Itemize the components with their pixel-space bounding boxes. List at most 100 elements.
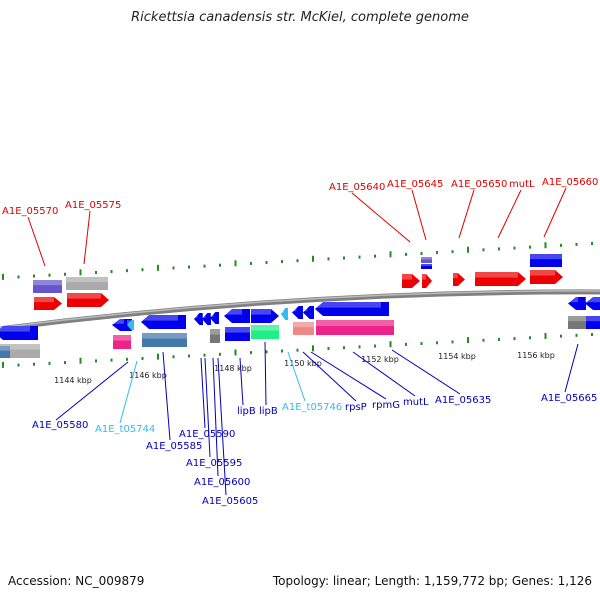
lower-scale-tick — [79, 357, 82, 364]
gene-arrow-highlight — [34, 297, 54, 303]
upper-scale-tick — [591, 242, 593, 246]
upper-scale-tick — [110, 270, 113, 274]
gene-arrow — [422, 274, 432, 288]
lower-scale-tick — [405, 342, 407, 346]
upper-scale-tick — [482, 248, 485, 252]
leader-line — [212, 357, 219, 477]
upper-scale-tick — [33, 274, 35, 278]
trna-arrow-highlight — [127, 320, 130, 324]
upper-scale-tick — [436, 251, 438, 255]
leader-line — [200, 357, 206, 429]
trna-arrow — [281, 308, 288, 320]
gene-label: rpmG — [372, 400, 400, 411]
gene-arrow — [141, 315, 186, 329]
gene-block-highlight — [0, 346, 10, 351]
lower-scale-tick — [17, 363, 20, 367]
gene-block — [210, 329, 220, 343]
gene-arrow — [315, 302, 389, 316]
gene-arrow-highlight — [141, 315, 178, 321]
gene-label: A1E_05600 — [194, 477, 250, 488]
gene-block-highlight — [113, 335, 131, 341]
upper-scale-tick — [498, 247, 500, 251]
upper-scale-tick — [513, 246, 516, 250]
gene-block-highlight — [0, 344, 40, 350]
lower-scale-tick — [172, 355, 175, 359]
leader-line — [564, 343, 579, 393]
gene-block-highlight — [225, 327, 250, 333]
upper-scale-tick — [17, 275, 20, 279]
gene-block-highlight — [421, 257, 432, 260]
gene-block-highlight — [316, 320, 394, 326]
gene-arrow-highlight — [568, 297, 578, 303]
upper-scale-tick — [374, 254, 376, 258]
lower-scale-tick — [482, 338, 485, 342]
upper-scale-tick — [451, 250, 454, 254]
lower-scale-tick — [436, 341, 438, 345]
lower-scale-tick — [296, 348, 299, 352]
scale-label: 1150 kbp — [284, 359, 322, 368]
lower-scale-tick — [203, 353, 206, 357]
upper-scale-tick — [2, 273, 4, 280]
gene-arrow-highlight — [475, 272, 518, 278]
lower-scale-tick — [219, 352, 221, 356]
gene-arrow — [568, 297, 586, 310]
scale-label: 1146 kbp — [129, 371, 167, 380]
trna-arrow — [127, 320, 134, 330]
leader-line — [27, 216, 46, 267]
gene-label: lipB — [259, 406, 278, 417]
lower-scale-tick — [575, 333, 578, 337]
lower-scale-tick — [591, 332, 593, 336]
gene-arrow-highlight — [202, 313, 206, 318]
leader-line — [55, 361, 129, 421]
upper-scale-tick — [405, 252, 407, 256]
lower-scale-tick — [141, 356, 144, 360]
gene-label: A1E_05650 — [451, 179, 507, 190]
scale-label: 1154 kbp — [438, 352, 476, 361]
upper-scale-tick — [203, 264, 206, 268]
lower-scale-tick — [250, 351, 252, 355]
trna-arrow-highlight — [281, 308, 284, 313]
gene-arrow-highlight — [224, 309, 242, 315]
gene-arrow — [453, 273, 465, 286]
gene-arrow — [402, 274, 420, 288]
lower-scale-tick — [343, 346, 345, 350]
gene-label: lipB — [237, 406, 256, 417]
upper-scale-tick — [575, 242, 578, 246]
gene-label: A1E_05660 — [542, 177, 598, 188]
gene-block-highlight — [293, 322, 314, 328]
gene-arrow — [251, 309, 279, 323]
summary-label: Topology: linear; Length: 1,159,772 bp; … — [272, 574, 592, 588]
gene-label: A1E_t05746 — [282, 402, 342, 413]
gene-arrow-highlight — [315, 302, 381, 308]
leader-line — [119, 360, 138, 424]
gene-label: A1E_05605 — [202, 496, 258, 507]
leader-line — [204, 357, 211, 458]
upper-scale-tick — [529, 245, 531, 249]
lower-scale-tick — [48, 361, 51, 365]
gene-arrow — [585, 297, 600, 310]
gene-block — [293, 322, 314, 335]
scale-label: 1152 kbp — [361, 355, 399, 364]
gene-arrow-highlight — [303, 306, 308, 312]
leader-line — [497, 189, 522, 239]
upper-scale-tick — [467, 246, 469, 253]
gene-block — [316, 320, 394, 335]
upper-scale-tick — [95, 270, 97, 274]
gene-block-highlight — [66, 277, 108, 283]
leader-line — [264, 341, 267, 406]
upper-scale-tick — [79, 269, 82, 276]
leader-line — [391, 349, 461, 395]
upper-scale-tick — [250, 261, 252, 265]
gene-block — [530, 254, 562, 267]
gene-block-highlight — [142, 333, 187, 339]
lower-scale-tick — [529, 336, 531, 340]
gene-block — [113, 335, 131, 349]
gene-block-highlight — [586, 316, 600, 322]
gene-arrow-highlight — [530, 270, 555, 276]
gene-arrow-highlight — [585, 297, 600, 303]
leader-line — [458, 189, 475, 239]
gene-arrow-highlight — [292, 306, 297, 312]
gene-block-highlight — [33, 280, 62, 286]
gene-label: A1E_05590 — [179, 429, 235, 440]
